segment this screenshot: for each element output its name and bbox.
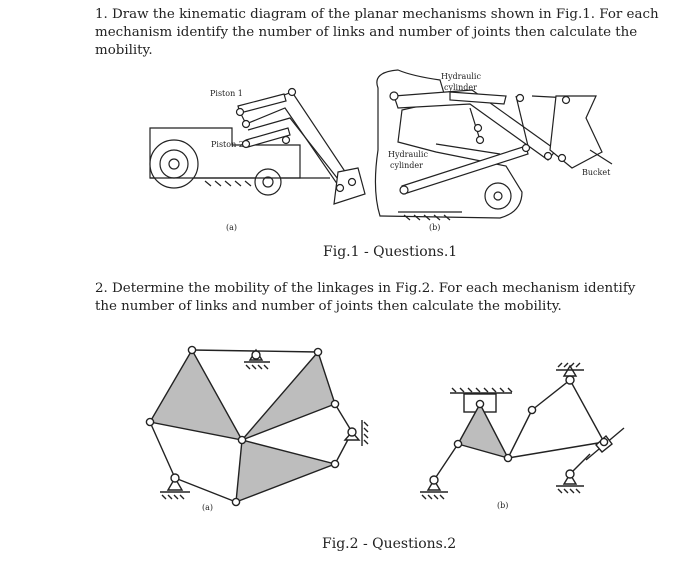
fig1b-loader	[374, 69, 613, 221]
fig2b-linkage	[420, 362, 625, 500]
ground-pivot-left	[160, 476, 190, 500]
label-hyd-cyl-mid-1: Hydraulic	[388, 150, 428, 159]
label-fig2-b: (b)	[497, 501, 508, 510]
label-fig1-a: (a)	[226, 223, 237, 232]
question-2-number: 2.	[95, 281, 108, 296]
label-fig2-a: (a)	[202, 503, 213, 512]
fig1-caption: Fig.1 - Questions.1	[323, 244, 458, 260]
question-1-number: 1.	[95, 7, 108, 22]
question-2-text: Determine the mobility of the linkages i…	[95, 281, 636, 314]
label-piston-1: Piston 1	[210, 89, 243, 98]
question-1: 1. Draw the kinematic diagram of the pla…	[95, 6, 660, 60]
label-bucket: Bucket	[582, 168, 611, 177]
label-hyd-cyl-top-1: Hydraulic	[441, 72, 481, 81]
label-piston-2: Piston 2	[211, 140, 244, 149]
fig1a-tractor	[149, 87, 366, 205]
label-hyd-cyl-top-2: cylinder	[444, 83, 477, 92]
ground-pivot-b-left	[420, 478, 448, 500]
question-1-text: Draw the kinematic diagram of the planar…	[95, 7, 659, 58]
ground-pivot-b-top	[556, 362, 584, 377]
ground-pivot-b-right	[556, 472, 584, 494]
question-2: 2. Determine the mobility of the linkage…	[95, 280, 660, 316]
label-hyd-cyl-mid-2: cylinder	[390, 161, 423, 170]
fig2a-linkage	[145, 345, 369, 507]
label-fig1-b: (b)	[429, 223, 440, 232]
fig2-caption: Fig.2 - Questions.2	[322, 536, 457, 552]
